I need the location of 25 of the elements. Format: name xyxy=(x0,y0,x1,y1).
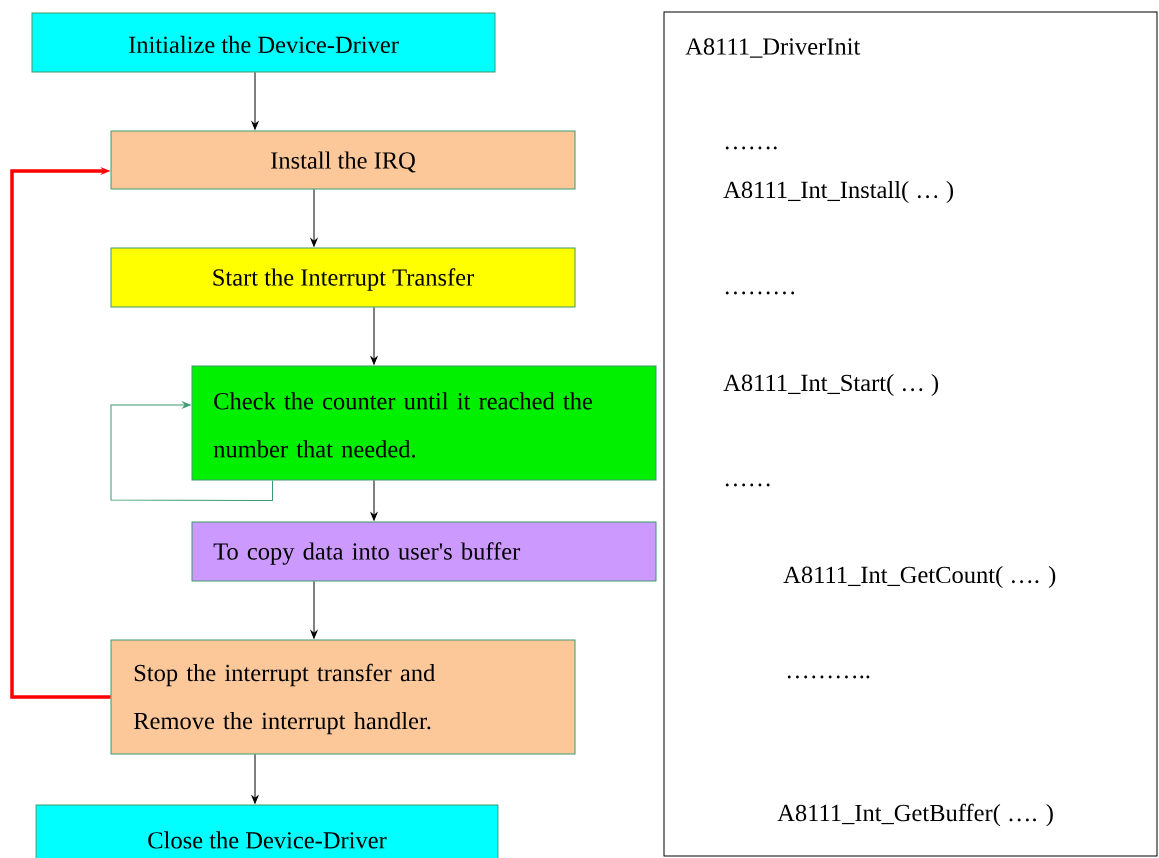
code-panel xyxy=(663,11,1158,857)
arrow xyxy=(10,166,111,699)
arrow xyxy=(251,72,259,130)
arrow xyxy=(310,581,318,639)
process-box: Close the Device-Driver xyxy=(35,804,499,858)
arrow xyxy=(370,480,378,521)
code-text: ……….. xyxy=(787,675,870,679)
code-text: A8111_Int_GetCount( …. ) xyxy=(783,565,1056,589)
process-box: Install the IRQ xyxy=(110,130,576,190)
code-text: A8111_Int_Install( … ) xyxy=(723,180,953,204)
code-text: A8111_Int_GetBuffer( …. ) xyxy=(777,803,1053,827)
process-box: Check the counter until it reached the number that needed. xyxy=(191,365,657,481)
process-box: Initialize the Device-Driver xyxy=(31,12,496,73)
arrow xyxy=(370,307,378,365)
process-box: Stop the interrupt transfer and Remove the interrupt handler. xyxy=(110,639,576,755)
arrow xyxy=(310,189,318,247)
process-box: Start the Interrupt Transfer xyxy=(110,247,576,308)
code-text: …… xyxy=(725,483,770,487)
code-text: ……… xyxy=(725,291,795,295)
code-text: A8111_Int_Start( … ) xyxy=(723,373,939,397)
process-box: To copy data into user's buffer xyxy=(191,521,657,582)
code-text: ……. xyxy=(725,146,777,150)
arrow xyxy=(110,401,273,501)
code-text: A8111_DriverInit xyxy=(685,38,861,58)
arrow xyxy=(251,754,259,804)
